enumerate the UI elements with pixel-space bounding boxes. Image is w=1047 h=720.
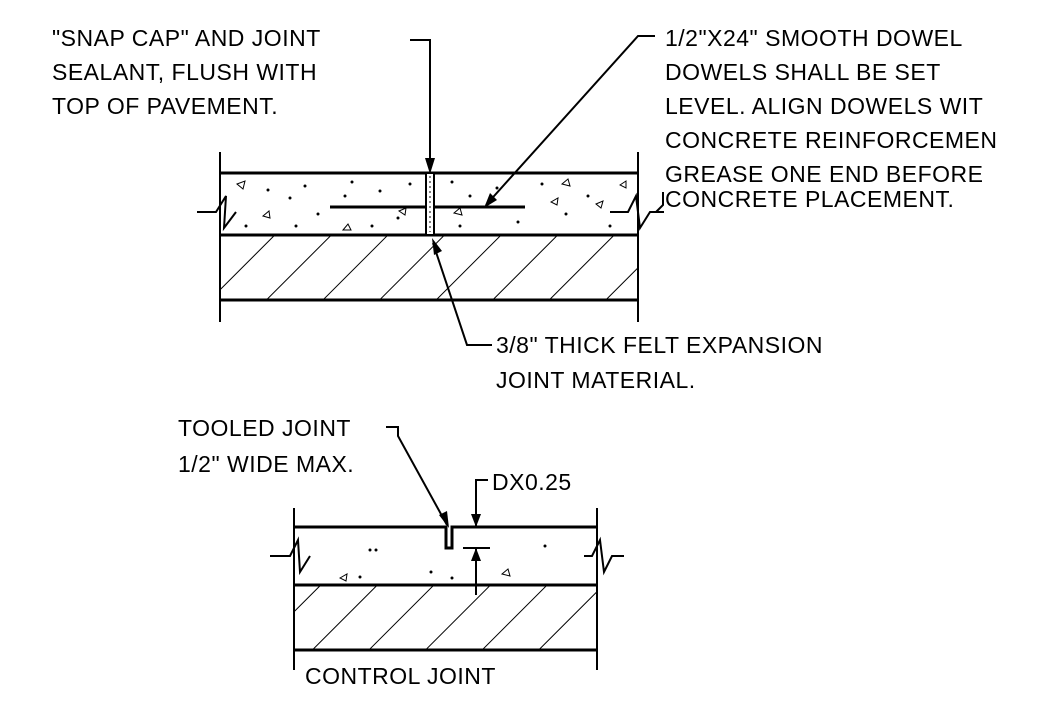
- snap-cap-arrow: [425, 158, 435, 174]
- dowel-line-2: DOWELS SHALL BE SET: [665, 59, 941, 85]
- control-subbase-hatch: [294, 585, 597, 650]
- control-joint-section: [270, 426, 624, 670]
- dowel-note: 1/2"X24" SMOOTH DOWEL DOWELS SHALL BE SE…: [665, 25, 998, 212]
- depth-dim-leader: [475, 479, 488, 490]
- tooled-line-2: 1/2" WIDE MAX.: [178, 451, 354, 477]
- dowel-arrow: [484, 193, 497, 208]
- felt-arrow: [432, 238, 442, 255]
- dowel-line-6: CONCRETE PLACEMENT.: [665, 186, 954, 212]
- snap-cap-leader: [410, 39, 431, 170]
- left-break-symbol: [197, 195, 237, 232]
- tooled-line-1: TOOLED JOINT: [178, 415, 351, 441]
- snap-cap-line-1: "SNAP CAP" AND JOINT: [52, 25, 321, 51]
- dowel-line-5: GREASE ONE END BEFORE: [665, 161, 984, 187]
- felt-line-1: 3/8" THICK FELT EXPANSION: [496, 332, 823, 358]
- tooled-arrow: [439, 511, 449, 528]
- snap-cap-line-2: SEALANT, FLUSH WITH: [52, 59, 317, 85]
- snap-cap-line-3: TOP OF PAVEMENT.: [52, 93, 278, 119]
- dowel-line-4: CONCRETE REINFORCEMEN: [665, 127, 998, 153]
- placement-leader: [655, 192, 664, 213]
- depth-dim-arrow-down: [471, 514, 481, 527]
- tooled-note: TOOLED JOINT 1/2" WIDE MAX.: [178, 415, 354, 477]
- subbase-hatch: [220, 235, 638, 300]
- control-slab-top: [294, 525, 597, 550]
- felt-line-2: JOINT MATERIAL.: [496, 367, 696, 393]
- control-aggregate: [338, 544, 547, 582]
- control-left-break: [270, 536, 311, 576]
- dowel-line-3: LEVEL. ALIGN DOWELS WIT: [665, 93, 983, 119]
- depth-dim-arrow-up: [471, 548, 481, 561]
- depth-dimension-label: DX0.25: [492, 469, 572, 495]
- concrete-aggregate: [236, 178, 627, 231]
- felt-note: 3/8" THICK FELT EXPANSION JOINT MATERIAL…: [496, 332, 823, 393]
- felt-leader: [432, 242, 492, 346]
- snap-cap-note: "SNAP CAP" AND JOINT SEALANT, FLUSH WITH…: [52, 25, 321, 119]
- control-joint-title: CONTROL JOINT: [305, 663, 496, 689]
- control-right-break: [584, 536, 624, 576]
- expansion-joint-section: [197, 35, 664, 346]
- tooled-leader: [386, 426, 448, 526]
- dowel-leader: [485, 35, 655, 206]
- right-break-symbol: [610, 192, 664, 231]
- dowel-line-1: 1/2"X24" SMOOTH DOWEL: [665, 25, 963, 51]
